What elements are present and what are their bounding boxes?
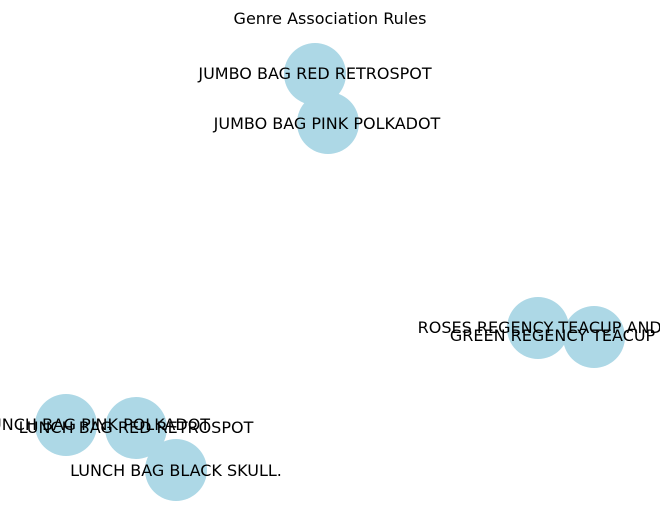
node-lunch-red: [105, 397, 167, 459]
node-layer: [35, 43, 625, 501]
node-label-lunch-red: LUNCH BAG RED RETROSPOT: [19, 418, 254, 437]
node-label-lunch-skull: LUNCH BAG BLACK SKULL.: [70, 461, 282, 480]
node-jumbo-pink: [297, 92, 359, 154]
node-label-jumbo-red: JUMBO BAG RED RETROSPOT: [197, 64, 431, 83]
node-label-lunch-pink: LUNCH BAG PINK POLKADOT: [0, 415, 210, 434]
node-roses-teacup: [507, 297, 569, 359]
node-label-green-teacup: GREEN REGENCY TEACUP AND SAUCER: [450, 326, 660, 345]
node-jumbo-red: [284, 43, 346, 105]
node-lunch-pink: [35, 394, 97, 456]
node-label-roses-teacup: ROSES REGENCY TEACUP AND SAUCER: [418, 318, 660, 337]
label-layer: JUMBO BAG RED RETROSPOT JUMBO BAG PINK PO…: [0, 64, 660, 480]
node-lunch-skull: [145, 439, 207, 501]
node-label-jumbo-pink: JUMBO BAG PINK POLKADOT: [213, 114, 441, 133]
diagram-title: Genre Association Rules: [234, 9, 427, 28]
node-green-teacup: [563, 306, 625, 368]
